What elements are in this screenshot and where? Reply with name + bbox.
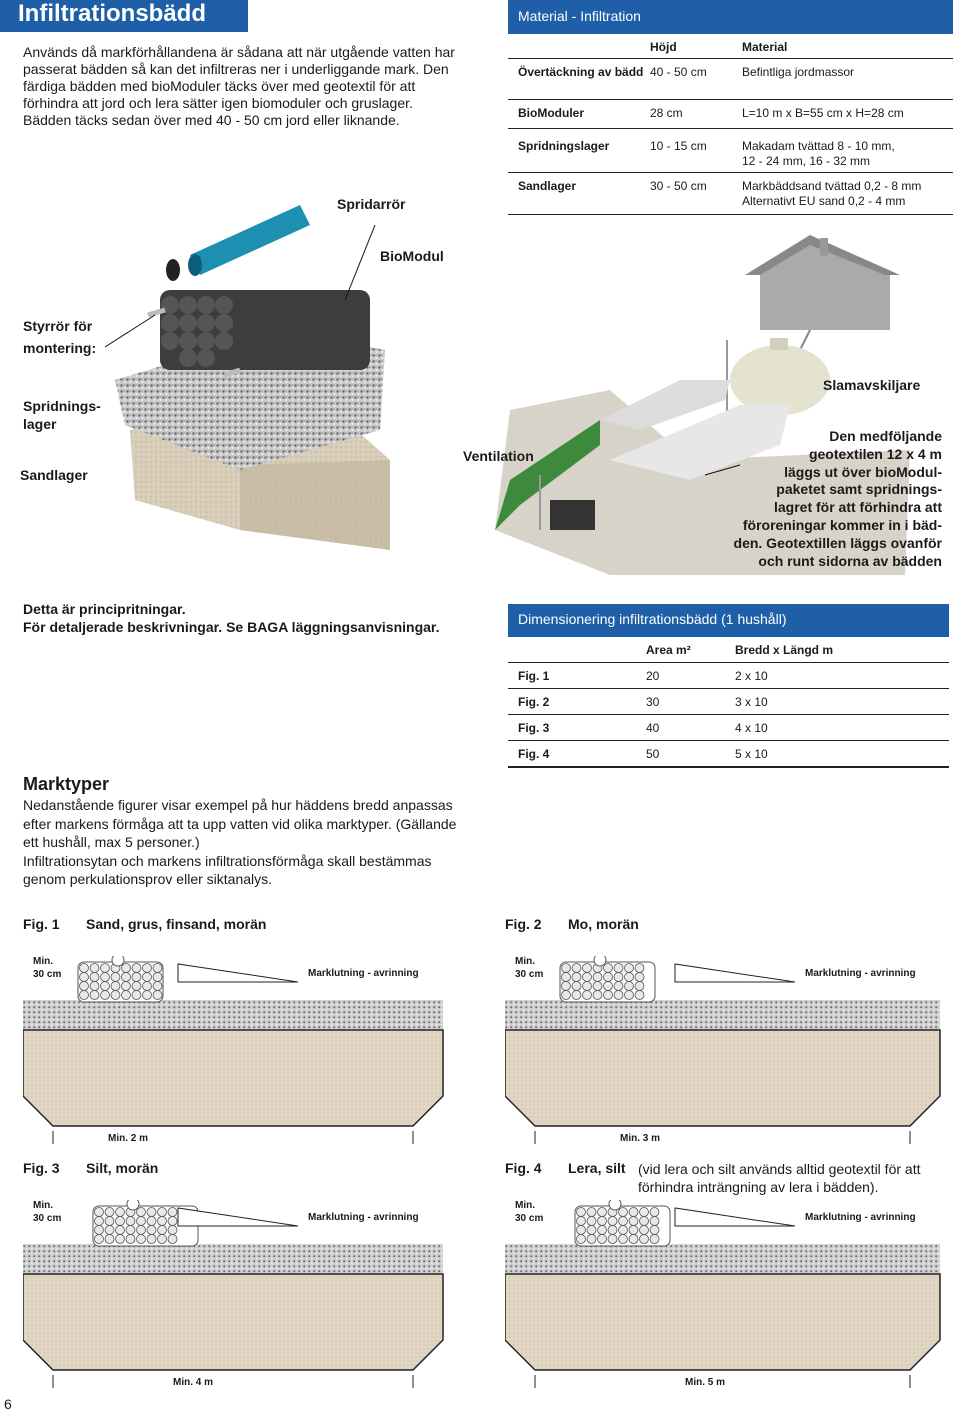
min-width-label: Min. 3 m [620, 1133, 661, 1144]
min-width-label: Min. 4 m [173, 1377, 214, 1388]
row-height-4: 30 - 50 cm [650, 179, 707, 193]
label-spridarror: Spridarrör [337, 196, 406, 212]
distribution-pipe [166, 205, 310, 281]
label-styrror-1: Styrrör för [23, 318, 93, 334]
slope-triangle [674, 1207, 796, 1227]
min-depth-value: 30 cm [33, 1213, 62, 1224]
figure-note: (vid lera och silt används alltid geotex… [638, 1161, 921, 1195]
row-height-3: 10 - 15 cm [650, 139, 707, 153]
min-depth-value: 30 cm [515, 1213, 544, 1224]
label-spridning-2: lager [23, 416, 57, 432]
row-height-1: 40 - 50 cm [650, 65, 707, 79]
min-depth-value: 30 cm [515, 969, 544, 980]
intro-text: Används då markförhållandena är sådana a… [23, 44, 463, 129]
biomodule-pipes [147, 290, 370, 378]
page-number: 6 [4, 1396, 12, 1412]
sand-bed [23, 1029, 444, 1127]
row-name-3: Spridningslager [518, 139, 610, 153]
distribution-pipe [608, 1200, 622, 1211]
row-name-1: Övertäckning av bädd [518, 65, 644, 79]
bed-layers-illustration [104, 205, 390, 550]
intro-paragraph-1: Används då markförhållandena är sådana a… [23, 44, 455, 111]
slope-triangle [177, 963, 299, 983]
table-row: Fig. 3 40 4 x 10 [508, 715, 949, 741]
geotextile-note: Den medföljande geotextilen 12 x 4 m läg… [733, 428, 942, 569]
slope-label: Marklutning - avrinning [308, 1212, 419, 1223]
divider [508, 172, 953, 173]
label-slamavskiljare: Slamavskiljare [823, 377, 921, 393]
cross-section-diagram [23, 956, 444, 1144]
system-overview-illustration [495, 235, 910, 575]
gravel-band [505, 1000, 940, 1030]
min-depth-label: Min. [33, 956, 53, 967]
figure-soil-type: Sand, grus, finsand, morän [86, 916, 267, 932]
sand-bed [23, 1273, 444, 1371]
cross-section-diagram [505, 1200, 941, 1388]
slope-label: Marklutning - avrinning [805, 968, 916, 979]
figure-label: Fig. 2 [505, 916, 542, 932]
slope-label: Marklutning - avrinning [308, 968, 419, 979]
row-name-2: BioModuler [518, 106, 584, 120]
row-material-1: Befintliga jordmassor [742, 65, 855, 79]
divider [508, 214, 953, 215]
intro-paragraph-2: Bädden täcks sedan över med 40 - 50 cm j… [23, 112, 400, 128]
sand-bed [505, 1273, 941, 1371]
slope-triangle [674, 963, 796, 983]
table-row: Fig. 1 20 2 x 10 [508, 663, 949, 689]
marktyper-text: Nedanstående figurer visar exempel på hu… [23, 797, 457, 887]
row-material-2: L=10 m x B=55 cm x H=28 cm [742, 106, 904, 120]
figure-soil-type: Silt, morän [86, 1160, 159, 1176]
distribution-pipe [111, 956, 125, 967]
table-row: Fig. 4 50 5 x 10 [508, 741, 949, 768]
min-width-label: Min. 5 m [685, 1377, 726, 1388]
label-ventilation: Ventilation [463, 448, 534, 464]
min-depth-label: Min. [515, 1200, 535, 1211]
table-row: Fig. 2 30 3 x 10 [508, 689, 949, 715]
min-depth-value: 30 cm [33, 969, 62, 980]
cross-section-diagram [23, 1200, 444, 1388]
min-width-label: Min. 2 m [108, 1133, 149, 1144]
page-title: Infiltrationsbädd [0, 0, 248, 32]
sand-bed [505, 1029, 941, 1127]
min-depth-label: Min. [515, 956, 535, 967]
figure-label: Fig. 4 [505, 1160, 542, 1176]
principle-note: Detta är principritningar. För detaljera… [23, 601, 440, 635]
min-depth-label: Min. [33, 1200, 53, 1211]
divider [508, 99, 953, 100]
slope-label: Marklutning - avrinning [805, 1212, 916, 1223]
house-icon [745, 235, 900, 330]
row-material-3: Makadam tvättad 8 - 10 mm,12 - 24 mm, 16… [742, 139, 895, 168]
septic-tank [730, 338, 830, 415]
figure-label: Fig. 1 [23, 916, 60, 932]
distribution-pipe [126, 1200, 140, 1211]
col-material-header: Material [742, 40, 788, 54]
figure-soil-type: Mo, morän [568, 916, 639, 932]
label-sandlager: Sandlager [20, 467, 88, 483]
figure-label: Fig. 3 [23, 1160, 60, 1176]
dim-table: Area m² Bredd x Längd m Fig. 1 20 2 x 10… [508, 637, 949, 768]
figure-soil-type: Lera, silt [568, 1160, 626, 1176]
gravel-band [505, 1244, 940, 1274]
row-height-2: 28 cm [650, 106, 683, 120]
material-table: Höjd Material [508, 34, 953, 59]
gravel-band [23, 1244, 443, 1274]
col-height-header: Höjd [650, 40, 677, 54]
label-styrror-2: montering: [23, 340, 97, 356]
slope-triangle [177, 1207, 299, 1227]
cross-section-diagram [505, 956, 941, 1144]
label-biomodul: BioModul [380, 248, 444, 264]
row-name-4: Sandlager [518, 179, 577, 193]
col-size-header: Bredd x Längd m [735, 643, 834, 657]
dim-table-title: Dimensionering infiltrationsbädd (1 hush… [508, 604, 949, 637]
distribution-pipe [593, 956, 607, 967]
label-spridning-1: Spridnings- [23, 398, 101, 414]
material-table-title: Material - Infiltration [508, 0, 953, 34]
gravel-band [23, 1000, 443, 1030]
divider [508, 128, 953, 129]
col-area-header: Area m² [646, 643, 691, 657]
marktyper-heading: Marktyper [23, 774, 110, 794]
